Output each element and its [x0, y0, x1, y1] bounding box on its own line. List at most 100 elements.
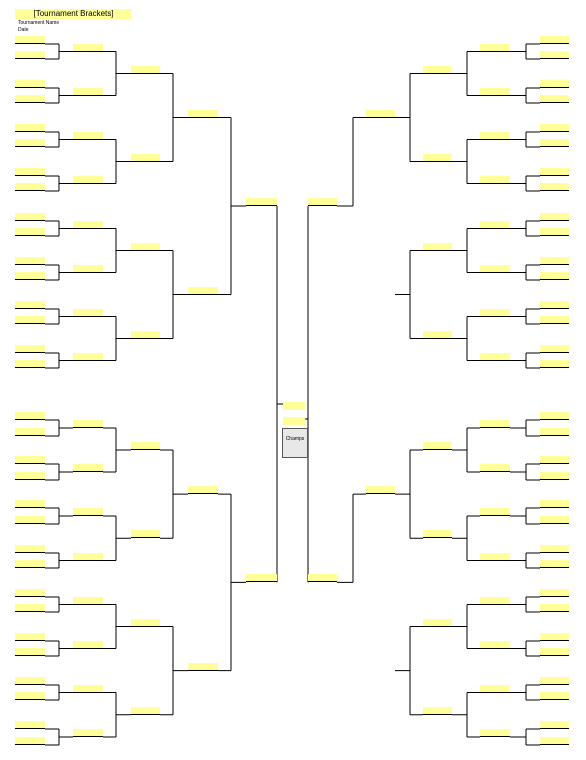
right-top-r1-slot[interactable]: [540, 228, 569, 236]
right-top-r1-slot[interactable]: [540, 345, 569, 353]
left-top-r1-slot[interactable]: [15, 257, 45, 265]
left-bottom-r1-slot[interactable]: [15, 677, 45, 685]
right-bottom-r1-slot[interactable]: [540, 589, 569, 597]
left-bottom-r3-slot[interactable]: [131, 618, 160, 627]
right-bottom-r3-slot[interactable]: [423, 706, 452, 715]
right-top-r2-slot[interactable]: [480, 87, 510, 96]
left-bottom-r2-slot[interactable]: [73, 729, 103, 737]
left-bottom-r1-slot[interactable]: [15, 428, 45, 436]
left-top-r1-slot[interactable]: [15, 345, 45, 353]
right-bottom-r2-slot[interactable]: [480, 508, 510, 516]
left-bottom-r1-slot[interactable]: [15, 560, 45, 568]
left-bottom-r2-slot[interactable]: [73, 552, 103, 561]
right-top-r2-slot[interactable]: [480, 220, 510, 229]
left-bottom-r4-slot[interactable]: [188, 486, 218, 495]
left-top-r2-slot[interactable]: [73, 87, 103, 96]
right-top-r1-slot[interactable]: [540, 272, 569, 280]
right-bottom-r1-slot[interactable]: [540, 412, 569, 420]
right-bottom-r1-slot[interactable]: [540, 545, 569, 553]
right-top-r1-slot[interactable]: [540, 213, 569, 221]
left-bottom-r2-slot[interactable]: [73, 640, 103, 649]
left-bottom-r2-slot[interactable]: [73, 420, 103, 428]
left-bottom-r1-slot[interactable]: [15, 692, 45, 700]
right-top-r1-slot[interactable]: [540, 301, 569, 309]
right-top-r2-slot[interactable]: [480, 131, 510, 140]
left-bottom-r1-slot[interactable]: [15, 721, 45, 729]
right-bottom-r2-slot[interactable]: [480, 684, 510, 693]
left-top-r2-slot[interactable]: [73, 220, 103, 229]
left-top-r4-slot[interactable]: [188, 109, 218, 118]
left-top-r1-slot[interactable]: [15, 213, 45, 221]
right-bottom-r1-slot[interactable]: [540, 692, 569, 700]
right-top-r1-slot[interactable]: [540, 139, 569, 147]
right-top-r2-slot[interactable]: [480, 308, 510, 317]
right-bottom-r3-slot[interactable]: [423, 618, 452, 627]
right-top-r2-slot[interactable]: [480, 352, 510, 361]
left-top-r2-slot[interactable]: [73, 352, 103, 361]
right-bottom-r1-slot[interactable]: [540, 633, 569, 641]
left-top-r2-slot[interactable]: [73, 131, 103, 140]
left-top-r4-slot[interactable]: [188, 286, 218, 295]
right-top-r1-slot[interactable]: [540, 316, 569, 324]
right-bottom-r2-slot[interactable]: [480, 420, 510, 428]
right-top-r1-slot[interactable]: [540, 360, 569, 368]
left-bottom-r1-slot[interactable]: [15, 604, 45, 612]
left-bottom-r1-slot[interactable]: [15, 516, 45, 524]
left-bottom-r5-slot[interactable]: [246, 574, 277, 583]
left-top-r1-slot[interactable]: [15, 168, 45, 176]
right-bottom-r1-slot[interactable]: [540, 456, 569, 464]
left-top-r3-slot[interactable]: [131, 242, 160, 251]
left-bottom-r1-slot[interactable]: [15, 589, 45, 597]
left-top-r1-slot[interactable]: [15, 272, 45, 280]
left-bottom-r1-slot[interactable]: [15, 737, 45, 745]
right-bottom-r5-slot[interactable]: [308, 574, 337, 583]
left-top-r1-slot[interactable]: [15, 95, 45, 103]
right-bottom-r1-slot[interactable]: [540, 428, 569, 436]
left-top-r1-slot[interactable]: [15, 124, 45, 132]
left-bottom-r3-slot[interactable]: [131, 706, 160, 715]
right-bottom-r2-slot[interactable]: [480, 552, 510, 561]
right-top-r1-slot[interactable]: [540, 80, 569, 88]
left-top-r3-slot[interactable]: [131, 330, 160, 339]
left-top-r2-slot[interactable]: [73, 264, 103, 273]
right-bottom-r1-slot[interactable]: [540, 604, 569, 612]
left-top-r1-slot[interactable]: [15, 360, 45, 368]
left-bottom-r4-slot[interactable]: [188, 662, 218, 671]
left-top-r1-slot[interactable]: [15, 36, 45, 44]
right-top-r5-slot[interactable]: [308, 198, 337, 206]
right-bottom-r2-slot[interactable]: [480, 729, 510, 737]
left-top-r2-slot[interactable]: [73, 175, 103, 184]
right-top-r1-slot[interactable]: [540, 95, 569, 103]
right-bottom-r1-slot[interactable]: [540, 560, 569, 568]
right-top-r1-slot[interactable]: [540, 257, 569, 265]
left-top-r2-slot[interactable]: [73, 308, 103, 317]
left-top-r1-slot[interactable]: [15, 183, 45, 191]
right-top-r3-slot[interactable]: [423, 330, 452, 339]
left-top-r1-slot[interactable]: [15, 228, 45, 236]
left-top-r2-slot[interactable]: [73, 43, 103, 52]
right-bottom-r1-slot[interactable]: [540, 677, 569, 685]
right-bottom-r1-slot[interactable]: [540, 516, 569, 524]
right-top-r3-slot[interactable]: [423, 65, 452, 74]
finalist-slot-1[interactable]: [283, 402, 305, 410]
right-bottom-r1-slot[interactable]: [540, 648, 569, 656]
finalist-slot-2[interactable]: [283, 417, 305, 425]
champion-box[interactable]: Champs: [282, 428, 308, 458]
right-top-r2-slot[interactable]: [480, 43, 510, 52]
left-bottom-r1-slot[interactable]: [15, 500, 45, 508]
right-top-r1-slot[interactable]: [540, 124, 569, 132]
right-bottom-r2-slot[interactable]: [480, 464, 510, 472]
right-bottom-r3-slot[interactable]: [423, 530, 452, 539]
right-top-r2-slot[interactable]: [480, 264, 510, 273]
left-bottom-r3-slot[interactable]: [131, 530, 160, 539]
left-bottom-r1-slot[interactable]: [15, 633, 45, 641]
left-bottom-r2-slot[interactable]: [73, 596, 103, 605]
right-top-r3-slot[interactable]: [423, 242, 452, 251]
left-bottom-r1-slot[interactable]: [15, 545, 45, 553]
left-top-r1-slot[interactable]: [15, 301, 45, 309]
right-top-r4-slot[interactable]: [366, 109, 395, 118]
right-top-r1-slot[interactable]: [540, 183, 569, 191]
right-top-r1-slot[interactable]: [540, 51, 569, 59]
left-top-r5-slot[interactable]: [246, 198, 277, 206]
right-top-r1-slot[interactable]: [540, 36, 569, 44]
